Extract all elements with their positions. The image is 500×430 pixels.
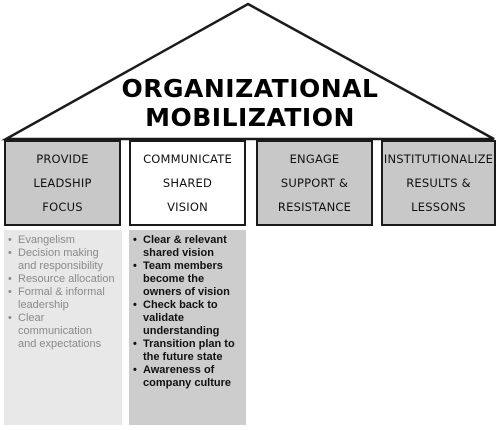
bullet-icon: •: [8, 247, 12, 259]
list-item-text-line: Clear & relevant: [143, 234, 227, 246]
list-item-text-line: Formal & informal: [18, 286, 105, 298]
list-item-text-line: understanding: [143, 325, 220, 337]
list-item-text-line: Team members: [143, 260, 223, 272]
bullet-icon: •: [133, 364, 137, 376]
list-item-text-line: company culture: [143, 377, 232, 389]
list-item-text-line: Check back to: [143, 299, 218, 311]
pillar-institutionalize-results-lessons: INSTITUTIONALIZE RESULTS & LESSONS: [381, 140, 496, 226]
list-item-text-line: Resource allocation: [18, 273, 115, 285]
pillar-label-line: VISION: [167, 200, 208, 214]
list-item-text-line: and responsibility: [18, 260, 103, 272]
list-item-text-line: Awareness of: [143, 364, 215, 376]
pillar-label-line: RESULTS &: [406, 176, 471, 190]
list-item: • Evangelism: [8, 234, 118, 247]
pillar-label-line: SUPPORT &: [280, 176, 349, 190]
pillar-engage-support-resistance: ENGAGE SUPPORT & RESISTANCE: [256, 140, 373, 226]
bullet-icon: •: [133, 299, 137, 311]
bullet-icon: •: [8, 273, 12, 285]
bullet-icon: •: [8, 286, 12, 298]
diagram-title-line-1: ORGANIZATIONAL: [121, 74, 379, 103]
list-item-text-line: the future state: [143, 351, 223, 363]
diagram-title-line-2: MOBILIZATION: [145, 103, 355, 132]
list-item-text-line: validate: [143, 312, 184, 324]
list-item-text-line: and expectations: [18, 338, 102, 350]
pillar-label-line: RESISTANCE: [277, 200, 352, 214]
bullet-icon: •: [133, 260, 137, 272]
list-item-text-line: Clear communication: [18, 312, 92, 337]
list-item-text-line: Evangelism: [18, 234, 75, 246]
list-item-text-line: leadership: [18, 299, 69, 311]
pillar-label-line: INSTITUTIONALIZE: [383, 152, 494, 166]
bullet-icon: •: [133, 338, 137, 350]
pillar-communicate-shared-vision: COMMUNICATE SHARED VISION: [129, 140, 246, 226]
roof-shape: [1, 2, 495, 141]
pillar-provide-leadership-focus: PROVIDE LEADSHIP FOCUS: [4, 140, 121, 226]
list-item-text-line: owners of vision: [143, 286, 230, 298]
pillar-label-line: COMMUNICATE: [143, 152, 232, 166]
pillar-label-line: SHARED: [162, 176, 213, 190]
list-item: • Resource allocation: [8, 273, 118, 286]
bullet-icon: •: [8, 312, 12, 324]
pillar-label-line: LEADSHIP: [33, 176, 92, 190]
list-item-text-line: Transition plan to: [143, 338, 235, 350]
pillar-label-line: ENGAGE: [289, 152, 340, 166]
bullet-icon: •: [133, 234, 137, 246]
pillar-label-line: LESSONS: [411, 200, 466, 214]
pillar-label-line: PROVIDE: [36, 152, 89, 166]
bullet-icon: •: [8, 234, 12, 246]
list-item-text-line: become the: [143, 273, 205, 285]
pillar-label-line: FOCUS: [42, 200, 83, 214]
list-item-text-line: Decision making: [18, 247, 99, 259]
list-item-text-line: shared vision: [143, 247, 214, 259]
